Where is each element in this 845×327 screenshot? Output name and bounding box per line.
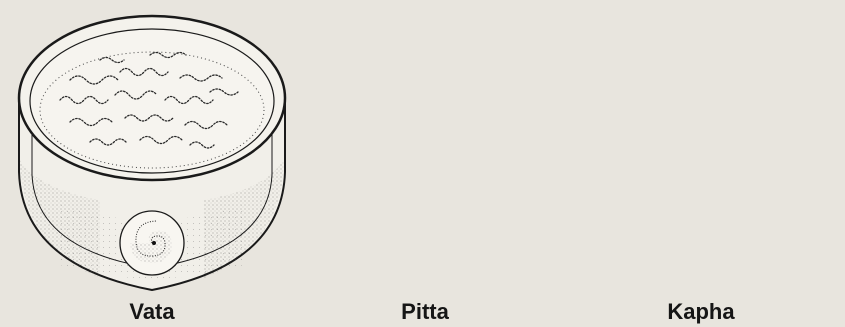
- label-pitta: Pitta: [375, 298, 475, 326]
- pot-vata: [19, 16, 285, 290]
- label-vata: Vata: [102, 298, 202, 326]
- label-kapha: Kapha: [646, 298, 756, 326]
- vata-spiral-symbol: [120, 211, 184, 275]
